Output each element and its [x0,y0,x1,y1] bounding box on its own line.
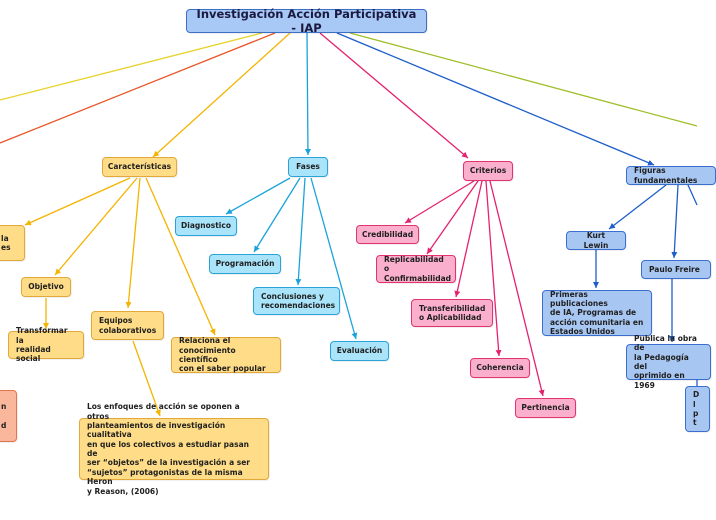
topic-relaciona-conocimiento[interactable]: Relaciona el conocimiento científico con… [171,336,281,373]
edge-root-figures [336,32,655,166]
topic-evaluacion[interactable]: Evaluación [330,341,389,361]
topic-equipos-colaborativos[interactable]: Equipos colaborativos [91,311,164,340]
edge-phases-diagnostico [225,177,291,215]
connector-lines [0,32,698,417]
topic-primeras-publicaciones[interactable]: Primeras publicaciones de IA, Programas … [542,290,652,336]
edge-figures-lewin [608,184,667,230]
edge-char-teams [125,177,141,309]
edge-root-offscreen-yellow [0,32,263,101]
topic-figuras-fundamentales[interactable]: Figuras fundamentales [626,166,716,185]
edge-criteria-pertinencia [489,180,545,397]
topic-objetivo[interactable]: Objetivo [21,277,71,297]
edge-char-cut-left [24,177,131,226]
topic-criterios[interactable]: Criterios [463,161,513,181]
topic-enfoques-accion[interactable]: Los enfoques de acción se oponen a otros… [79,402,269,496]
topic-transformar-realidad[interactable]: Transformar la realidad social [8,326,84,363]
topic-paulo-freire[interactable]: Paulo Freire [641,260,711,279]
edge-criteria-transferibilidad [454,180,483,298]
edge-root-offscreen-orange [0,32,276,144]
edge-criteria-replicabilidad [426,180,479,255]
edge-teams-child [132,340,161,417]
topic-conclusiones[interactable]: Conclusiones y recomendaciones [253,287,340,315]
edge-figures-offscreen [687,184,698,206]
topic-kurt-lewin[interactable]: Kurt Lewin [566,231,626,250]
edge-root-phases [304,32,311,156]
topic-coherencia[interactable]: Coherencia [470,358,530,378]
topic-fases[interactable]: Fases [288,157,328,177]
topic-pertinencia[interactable]: Pertinencia [515,398,576,418]
topic-cut-left[interactable]: la es [0,225,25,261]
topic-credibilidad[interactable]: Credibilidad [356,225,419,244]
topic-transferibilidad[interactable]: Transferibilidad o Aplicabilidad [411,299,493,327]
topic-replicabilidad[interactable]: Replicabilidad o Confirmabilidad [376,255,456,283]
edge-criteria-coherencia [485,180,502,357]
edge-phases-evaluacion [310,177,358,340]
topic-pedagogia-oprimido[interactable]: Publica la obra de la Pedagogía del opri… [626,334,711,390]
topic-freire-sub[interactable]: D l p t [685,386,710,432]
root-topic[interactable]: Investigación Acción Participativa - IAP [186,7,427,35]
topic-programacion[interactable]: Programación [209,254,281,274]
edge-char-relation [145,177,216,336]
mind-map-canvas: Investigación Acción Participativa - IAP… [0,7,716,496]
edge-root-criteria [319,32,469,159]
edge-phases-programacion [253,177,301,253]
edge-criteria-credibilidad [404,180,475,224]
edge-figures-freire [671,184,679,259]
edge-root-offscreen-olive [349,32,698,127]
topic-cut-salmon[interactable]: n d [0,390,17,442]
edge-root-characteristics [152,32,291,158]
edge-char-objective [54,177,138,276]
edge-phases-conclusiones [295,177,306,286]
topic-caracteristicas[interactable]: Características [102,157,177,177]
topic-diagnostico[interactable]: Diagnostico [175,216,237,236]
